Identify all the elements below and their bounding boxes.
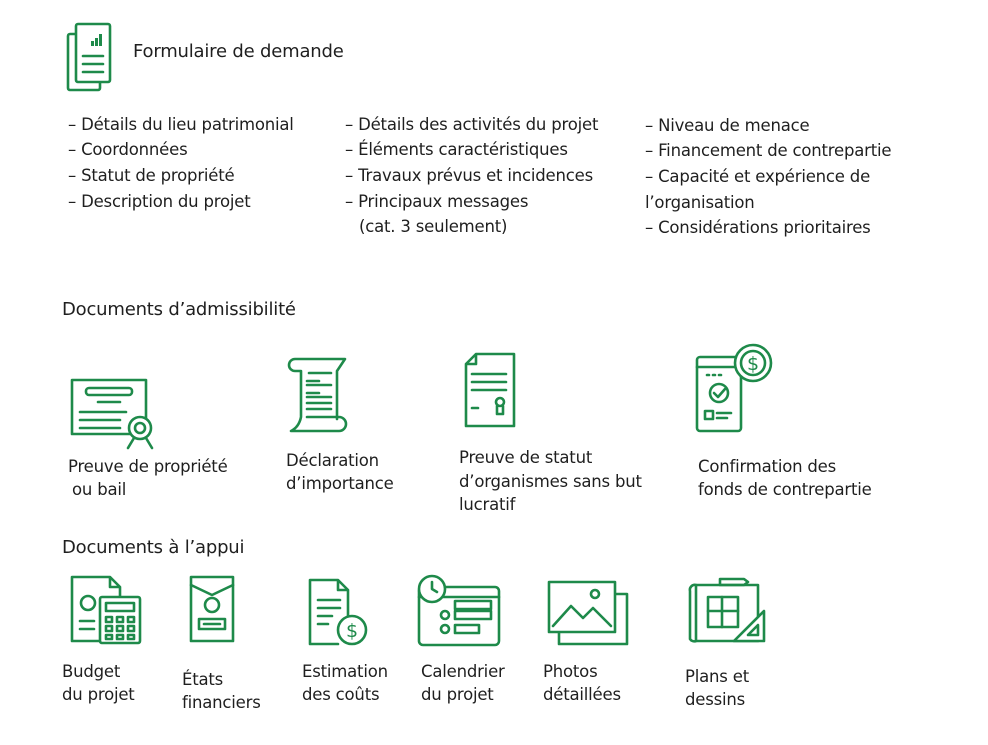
form-field: – Description du projet <box>68 192 251 211</box>
form-field: – Travaux prévus et incidences <box>345 166 593 185</box>
label-line: détaillées <box>543 685 621 704</box>
label-line: Calendrier <box>421 662 505 681</box>
calendar-clock-icon <box>417 574 501 647</box>
budget-calculator-icon <box>70 575 142 645</box>
label-line: Budget <box>62 662 121 681</box>
label-line: Preuve de statut <box>459 448 593 467</box>
financial-envelope-icon <box>189 575 235 643</box>
label-line: lucratif <box>459 495 516 514</box>
label-line: fonds de contrepartie <box>698 480 872 499</box>
label-line: Confirmation des <box>698 457 837 476</box>
eligibility-heading: Documents d’admissibilité <box>62 299 296 320</box>
label-line: Estimation <box>302 662 388 681</box>
document-seal-icon <box>464 352 516 428</box>
label-line: du projet <box>62 685 135 704</box>
form-field: – Éléments caractéristiques <box>345 140 568 159</box>
svg-text:$: $ <box>747 353 759 375</box>
svg-text:$: $ <box>346 620 358 642</box>
photos-icon <box>547 580 629 646</box>
form-field: – Niveau de menace <box>645 116 810 135</box>
form-field: – Financement de contrepartie <box>645 141 892 160</box>
label-line: dessins <box>685 690 746 709</box>
form-document-icon <box>66 22 112 92</box>
phone-dollar-check-icon: $ <box>695 343 773 433</box>
label-line: d’importance <box>286 474 394 493</box>
form-field: – Coordonnées <box>68 140 188 159</box>
label-line: financiers <box>182 693 261 712</box>
label-line: ou bail <box>72 480 127 499</box>
form-field: – Principaux messages <box>345 192 529 211</box>
form-field: – Détails du lieu patrimonial <box>68 115 294 134</box>
label-line: États <box>182 670 224 689</box>
label-line: Preuve de propriété <box>68 457 228 476</box>
label-line: du projet <box>421 685 494 704</box>
label-line: Photos <box>543 662 598 681</box>
form-field-note: (cat. 3 seulement) <box>359 217 508 236</box>
label-line: Plans et <box>685 667 749 686</box>
form-field: – Capacité et expérience de <box>645 167 871 186</box>
form-field: – Considérations prioritaires <box>645 218 871 237</box>
blueprint-icon <box>688 577 766 643</box>
certificate-icon <box>70 378 154 450</box>
form-field: – Statut de propriété <box>68 166 235 185</box>
support-heading: Documents à l’appui <box>62 537 245 558</box>
scroll-icon <box>287 357 348 433</box>
form-title: Formulaire de demande <box>133 41 344 62</box>
label-line: Déclaration <box>286 451 379 470</box>
label-line: des coûts <box>302 685 380 704</box>
form-field: – Détails des activités du projet <box>345 115 599 134</box>
label-line: d’organismes sans but <box>459 472 642 491</box>
cost-estimate-icon: $ <box>308 578 368 646</box>
form-field: l’organisation <box>645 193 755 212</box>
